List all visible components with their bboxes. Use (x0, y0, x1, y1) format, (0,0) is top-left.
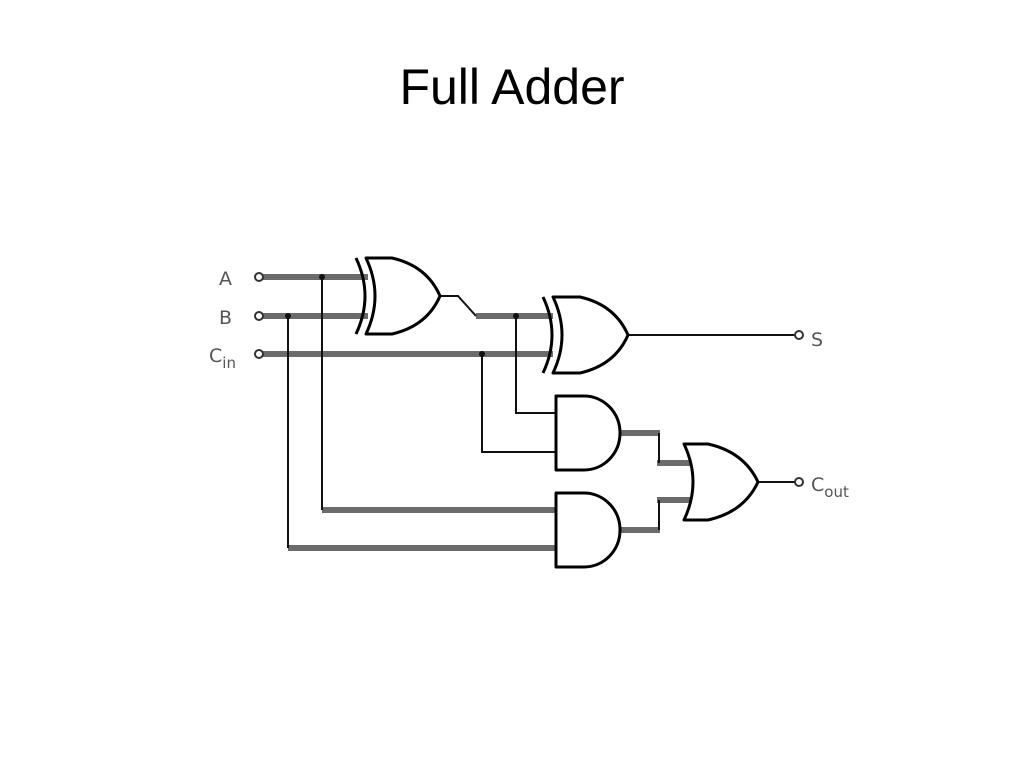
label-cout-subscript: out (824, 483, 849, 501)
and-gate-2 (554, 491, 622, 569)
or-gate (682, 442, 760, 522)
terminal-cout (794, 477, 804, 487)
label-cin-subscript: in (222, 354, 236, 372)
xor-gate-2 (541, 295, 630, 375)
wire-cin-to-and1 (481, 354, 556, 453)
junction-xor1-out (513, 313, 519, 319)
signal-labels: A B Cin S Cout (209, 268, 849, 501)
wire-xor1-output (440, 295, 477, 317)
terminal-s (794, 330, 804, 340)
branch-wires (287, 275, 796, 548)
input-wires (262, 274, 690, 551)
label-a: A (219, 268, 232, 290)
label-b: B (219, 307, 232, 329)
gates (354, 256, 760, 569)
page-title: Full Adder (399, 59, 625, 115)
terminal-b (254, 311, 264, 321)
terminal-cin (254, 349, 264, 359)
label-s: S (811, 329, 823, 351)
terminal-a (254, 272, 264, 282)
junction-b (285, 313, 291, 319)
label-cin: Cin (209, 345, 236, 372)
junction-a (319, 274, 325, 280)
junction-cin (479, 351, 485, 357)
junction-dots (285, 274, 519, 357)
terminals (254, 272, 804, 487)
label-cin-main: C (209, 345, 222, 367)
wire-xor1-to-and1 (515, 314, 556, 414)
label-cout-main: C (811, 474, 824, 496)
label-cout: Cout (811, 474, 849, 501)
and-gate-1 (554, 394, 622, 472)
xor-gate-1 (354, 256, 442, 336)
